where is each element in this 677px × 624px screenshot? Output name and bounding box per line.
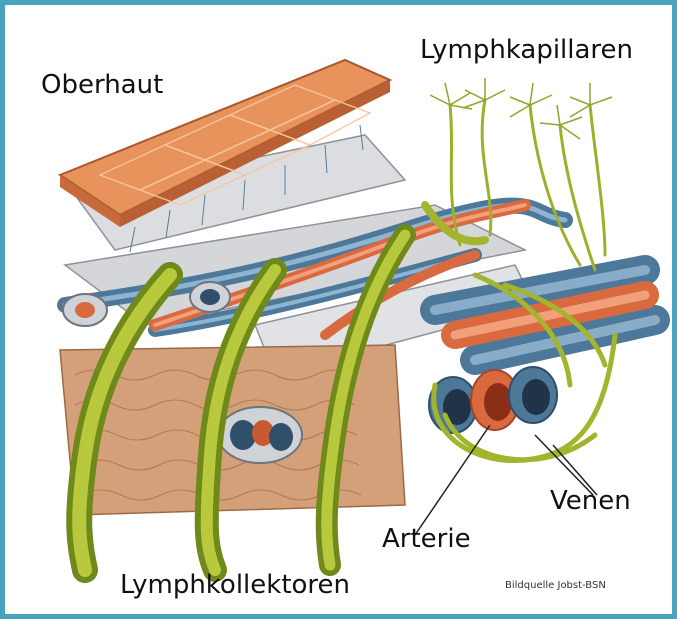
label-lymphkapillaren: Lymphkapillaren bbox=[420, 37, 633, 63]
label-oberhaut: Oberhaut bbox=[41, 72, 163, 98]
image-credit: Bildquelle Jobst-BSN bbox=[505, 581, 606, 591]
label-lymphkollektoren: Lymphkollektoren bbox=[120, 572, 350, 598]
label-arterie: Arterie bbox=[382, 526, 471, 552]
label-venen: Venen bbox=[550, 488, 631, 514]
lymph-capillary-branches bbox=[430, 78, 612, 139]
